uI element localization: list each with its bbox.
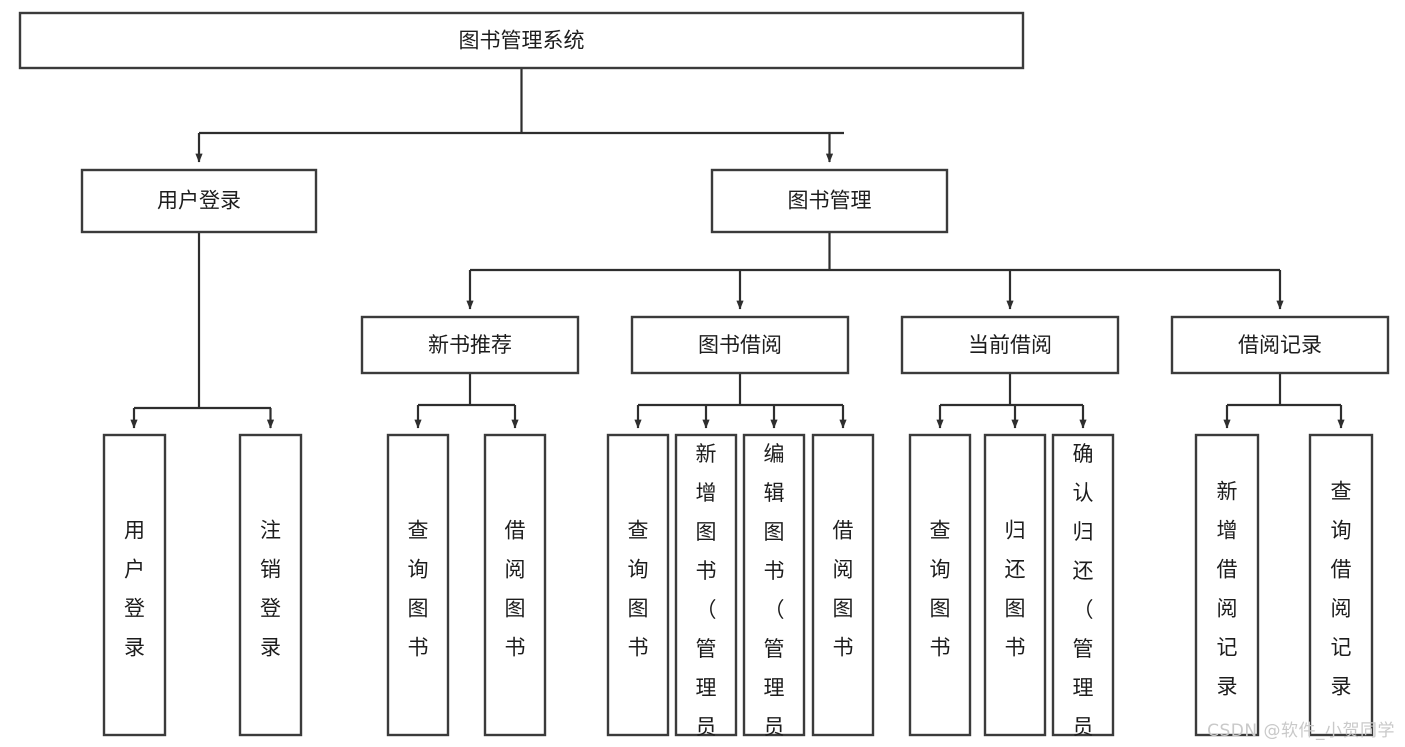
node-user-login-box[interactable] xyxy=(80,168,318,234)
node-leaf-add-book-box[interactable] xyxy=(674,433,738,737)
node-book-borrow-label: 图书借阅 xyxy=(698,333,782,357)
node-leaf-query-record-box[interactable] xyxy=(1308,433,1374,737)
node-current-borrow-box[interactable] xyxy=(900,315,1120,375)
edges-book-manage-to-level3 xyxy=(466,232,1284,310)
node-leaf-borrow-book-1-box[interactable] xyxy=(483,433,547,737)
node-book-manage-box[interactable] xyxy=(710,168,949,234)
node-leaf-return-book[interactable]: 归还图书 xyxy=(983,433,1047,737)
node-leaf-return-book-box[interactable] xyxy=(983,433,1047,737)
node-leaf-add-record[interactable]: 新增借阅记录 xyxy=(1194,433,1260,737)
node-current-borrow-label: 当前借阅 xyxy=(968,333,1052,357)
node-leaf-query-book-2-box[interactable] xyxy=(606,433,670,737)
node-leaf-add-book-label: 新增图书（管理员） xyxy=(696,442,717,747)
node-leaf-add-record-box[interactable] xyxy=(1194,433,1260,737)
node-leaf-query-book-3[interactable]: 查询图书 xyxy=(908,433,972,737)
node-leaf-query-book-1-label: 查询图书 xyxy=(408,518,429,659)
edges-current-borrow-to-leaves xyxy=(936,373,1087,429)
node-leaf-logout-box[interactable] xyxy=(238,433,303,737)
node-leaf-user-login[interactable]: 用户登录 xyxy=(102,433,167,737)
node-leaf-query-book-3-box[interactable] xyxy=(908,433,972,737)
node-book-manage-label: 图书管理 xyxy=(788,189,872,213)
edges-user-login-to-leaves xyxy=(130,232,275,429)
node-leaf-query-book-2[interactable]: 查询图书 xyxy=(606,433,670,737)
node-book-borrow-box[interactable] xyxy=(630,315,850,375)
node-book-manage[interactable]: 图书管理 xyxy=(710,168,949,234)
node-leaf-edit-book-box[interactable] xyxy=(742,433,806,737)
node-leaf-borrow-book-2[interactable]: 借阅图书 xyxy=(811,433,875,737)
node-leaf-edit-book-label: 编辑图书（管理员） xyxy=(764,442,785,747)
node-root-box[interactable] xyxy=(18,11,1025,70)
node-root-label: 图书管理系统 xyxy=(459,29,585,53)
node-borrow-record[interactable]: 借阅记录 xyxy=(1170,315,1390,375)
edges-borrow-record-to-leaves xyxy=(1223,373,1345,429)
node-leaf-borrow-book-2-box[interactable] xyxy=(811,433,875,737)
edges-new-book-rec-to-leaves xyxy=(414,373,519,429)
node-leaf-user-login-box[interactable] xyxy=(102,433,167,737)
node-leaf-return-book-label: 归还图书 xyxy=(1005,518,1026,659)
leaf-node-layer: 用户登录 注销登录 查询图书 借阅图书 查询图书 新增图书（管理员） 编辑图书（管理员） 借阅… xyxy=(102,433,1374,747)
node-borrow-record-label: 借阅记录 xyxy=(1238,333,1322,357)
node-current-borrow[interactable]: 当前借阅 xyxy=(900,315,1120,375)
node-new-book-rec-label: 新书推荐 xyxy=(428,333,512,357)
node-book-borrow[interactable]: 图书借阅 xyxy=(630,315,850,375)
csdn-watermark: CSDN @软件_小贺同学 xyxy=(1207,721,1395,741)
node-leaf-borrow-book-1-label: 借阅图书 xyxy=(505,518,526,659)
node-leaf-add-record-label: 新增借阅记录 xyxy=(1217,479,1238,698)
node-leaf-add-book[interactable]: 新增图书（管理员） xyxy=(674,433,738,747)
node-leaf-confirm-return[interactable]: 确认归还（管理员） xyxy=(1051,433,1115,747)
node-leaf-query-book-1-box[interactable] xyxy=(386,433,450,737)
node-leaf-query-book-1[interactable]: 查询图书 xyxy=(386,433,450,737)
node-user-login[interactable]: 用户登录 xyxy=(80,168,318,234)
node-leaf-logout-label: 注销登录 xyxy=(260,518,281,659)
node-leaf-query-book-3-label: 查询图书 xyxy=(930,518,951,659)
node-leaf-query-record-label: 查询借阅记录 xyxy=(1331,479,1352,698)
node-new-book-rec[interactable]: 新书推荐 xyxy=(360,315,580,375)
node-leaf-borrow-book-2-label: 借阅图书 xyxy=(833,518,854,659)
node-leaf-confirm-return-box[interactable] xyxy=(1051,433,1115,737)
node-leaf-borrow-book-1[interactable]: 借阅图书 xyxy=(483,433,547,737)
edges-book-borrow-to-leaves xyxy=(634,373,847,429)
node-root[interactable]: 图书管理系统 xyxy=(18,11,1025,70)
node-leaf-edit-book[interactable]: 编辑图书（管理员） xyxy=(742,433,806,747)
node-borrow-record-box[interactable] xyxy=(1170,315,1390,375)
node-user-login-label: 用户登录 xyxy=(157,189,241,213)
node-new-book-rec-box[interactable] xyxy=(360,315,580,375)
node-leaf-user-login-label: 用户登录 xyxy=(124,518,145,659)
node-leaf-query-record[interactable]: 查询借阅记录 xyxy=(1308,433,1374,737)
edges-root-to-level2 xyxy=(195,68,844,163)
node-leaf-confirm-return-label: 确认归还（管理员） xyxy=(1073,442,1094,747)
node-leaf-query-book-2-label: 查询图书 xyxy=(628,518,649,659)
node-leaf-logout[interactable]: 注销登录 xyxy=(238,433,303,737)
